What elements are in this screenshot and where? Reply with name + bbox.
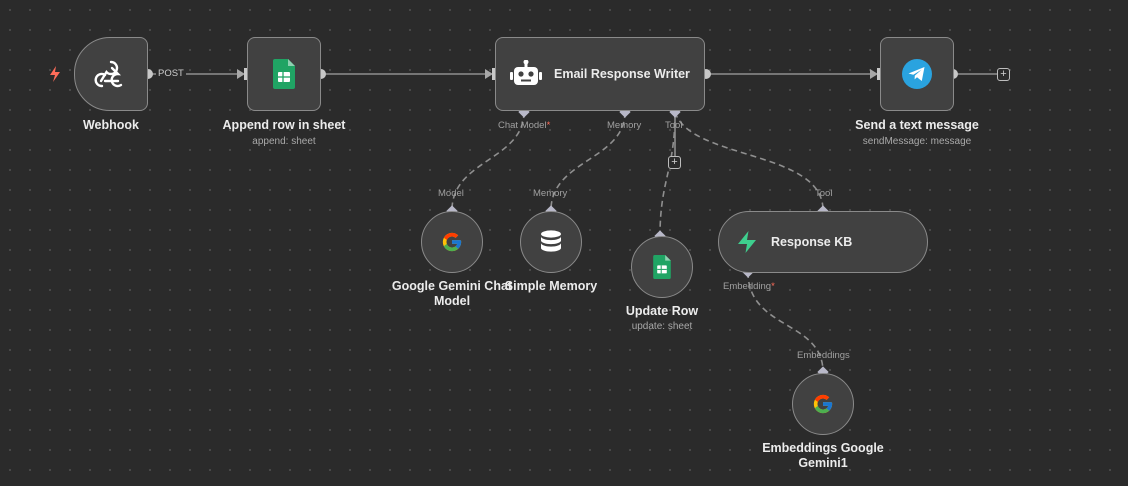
trigger-bolt-icon bbox=[50, 66, 60, 82]
update-row-subtitle: update: sheet bbox=[631, 321, 693, 332]
add-node-button[interactable]: + bbox=[997, 68, 1010, 81]
port-label-model: Model bbox=[438, 188, 464, 199]
email-writer-title: Email Response Writer bbox=[554, 67, 690, 81]
port-append-in bbox=[244, 68, 248, 80]
gemini-chat-title: Google Gemini Chat Model bbox=[391, 279, 513, 308]
port-label-embeddings-in: Embeddings bbox=[797, 350, 850, 361]
edge-label-post: POST bbox=[156, 68, 186, 79]
port-label-memory-in: Memory bbox=[533, 188, 568, 199]
embeddings-title: Embeddings Google Gemini1 bbox=[762, 441, 884, 470]
telegram-subtitle: sendMessage: message bbox=[862, 136, 972, 147]
append-row-title: Append row in sheet bbox=[222, 118, 346, 132]
database-icon bbox=[541, 230, 561, 252]
node-append-row[interactable] bbox=[247, 37, 321, 111]
wire-tool-update bbox=[659, 111, 676, 237]
node-response-kb[interactable]: Response KB bbox=[718, 211, 928, 273]
port-label-chat-model: Chat Model* bbox=[498, 120, 551, 131]
port-writer-in bbox=[492, 68, 496, 80]
arrow-append bbox=[237, 69, 245, 79]
port-label-tool-in: Tool bbox=[815, 188, 833, 199]
google-icon bbox=[442, 232, 462, 252]
port-telegram-in bbox=[877, 68, 881, 80]
port-label-tool: Tool bbox=[665, 120, 683, 131]
google-icon bbox=[813, 394, 833, 414]
robot-icon bbox=[510, 60, 542, 85]
wire-tool-kb bbox=[674, 111, 824, 211]
node-embeddings-gemini[interactable] bbox=[792, 373, 854, 435]
node-gemini-chat-model[interactable] bbox=[421, 211, 483, 273]
node-email-response-writer[interactable]: Email Response Writer bbox=[495, 37, 705, 111]
webhook-title: Webhook bbox=[82, 118, 140, 132]
supabase-icon bbox=[738, 231, 756, 253]
port-label-embedding: Embedding* bbox=[723, 281, 775, 292]
wire-embedding bbox=[747, 271, 824, 373]
simple-memory-title: Simple Memory bbox=[504, 279, 598, 293]
webhook-icon bbox=[94, 60, 123, 88]
telegram-title: Send a text message bbox=[855, 118, 979, 132]
add-tool-button[interactable]: + bbox=[668, 156, 681, 169]
google-sheets-icon bbox=[273, 59, 295, 89]
arrow-telegram bbox=[870, 69, 878, 79]
port-label-memory: Memory bbox=[607, 120, 642, 131]
wire-memory bbox=[550, 111, 626, 211]
arrow-writer bbox=[485, 69, 493, 79]
node-telegram[interactable] bbox=[880, 37, 954, 111]
update-row-title: Update Row bbox=[625, 304, 699, 318]
node-simple-memory[interactable] bbox=[520, 211, 582, 273]
google-sheets-icon bbox=[653, 255, 671, 279]
node-update-row[interactable] bbox=[631, 236, 693, 298]
response-kb-title: Response KB bbox=[771, 235, 853, 249]
wire-chatmodel bbox=[451, 111, 525, 211]
telegram-icon bbox=[902, 59, 932, 89]
node-webhook[interactable] bbox=[74, 37, 148, 111]
append-row-subtitle: append: sheet bbox=[252, 136, 316, 147]
